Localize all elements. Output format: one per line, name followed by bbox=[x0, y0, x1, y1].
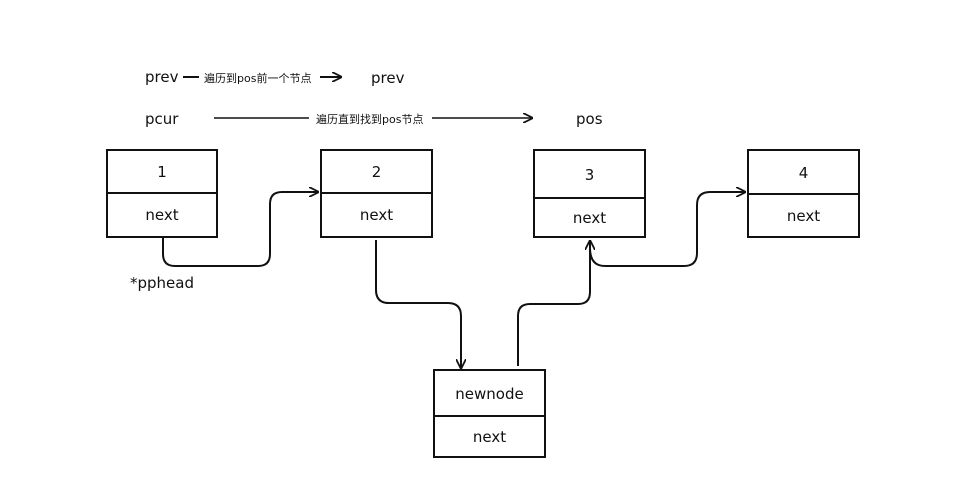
node-value: 4 bbox=[798, 163, 809, 182]
list-node-1: 1 next bbox=[106, 149, 218, 238]
node-value: 1 bbox=[157, 163, 167, 181]
pphead-label: *pphead bbox=[130, 274, 194, 292]
new-node: newnode next bbox=[433, 369, 546, 458]
node-next-field: next bbox=[572, 208, 607, 227]
node-value: newnode bbox=[455, 384, 524, 403]
prev-label-start: prev bbox=[145, 68, 179, 86]
node-value: 2 bbox=[371, 163, 382, 181]
link-node3-to-node4 bbox=[589, 192, 745, 267]
node-next-field: next bbox=[786, 206, 821, 225]
node-divider bbox=[435, 415, 544, 417]
link-node1-to-node2 bbox=[162, 192, 318, 267]
list-node-3: 3 next bbox=[533, 149, 646, 238]
link-newnode-to-node3 bbox=[517, 241, 590, 366]
list-node-4: 4 next bbox=[747, 149, 860, 238]
link-node2-to-newnode bbox=[375, 240, 461, 368]
node-next-field: next bbox=[359, 206, 394, 224]
pcur-move-note: 遍历直到找到pos节点 bbox=[316, 113, 424, 126]
node-next-field: next bbox=[472, 427, 507, 446]
prev-label-end: prev bbox=[371, 69, 405, 87]
node-divider bbox=[322, 192, 431, 194]
pcur-label: pcur bbox=[145, 110, 179, 128]
list-node-2: 2 next bbox=[320, 149, 433, 238]
node-next-field: next bbox=[145, 206, 179, 224]
node-divider bbox=[108, 192, 216, 194]
prev-move-note: 遍历到pos前一个节点 bbox=[204, 72, 312, 85]
node-value: 3 bbox=[584, 165, 595, 184]
node-divider bbox=[749, 193, 858, 195]
pos-label: pos bbox=[576, 110, 603, 128]
node-divider bbox=[535, 197, 644, 199]
